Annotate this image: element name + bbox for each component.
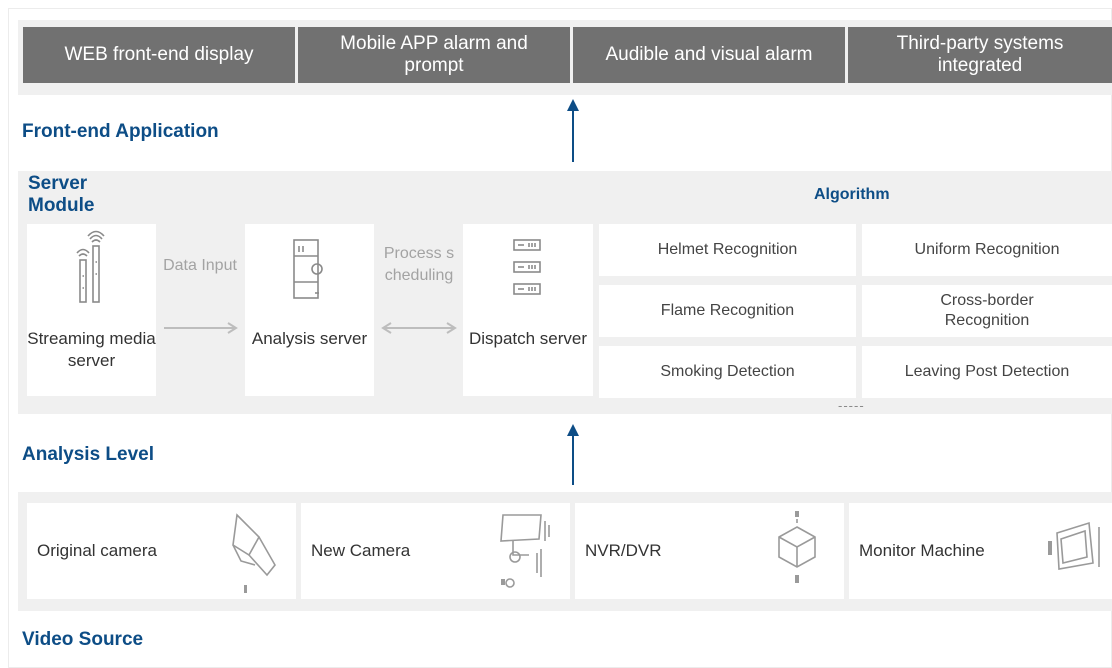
server-rack-icon [293,239,323,299]
video-source-card: NVR/DVR [575,503,844,599]
bullet-camera-icon [500,514,550,588]
video-source-card: New Camera [301,503,570,599]
arrow-up-shaft [572,435,574,485]
more-algorithms-ellipsis: ----- [838,398,865,413]
process-scheduling-label: Process scheduling [383,245,455,284]
analysis-server-label: Analysis server [251,329,368,348]
algorithm-label: Smoking Detection [660,363,795,380]
mobile-app-label: Mobile APP alarm and prompt [340,33,528,76]
algorithm-label: Flame Recognition [660,302,795,319]
video-source-label: Original camera [37,541,157,560]
server-module-title: Server Module [28,173,95,216]
algorithm-item: Flame Recognition [599,285,856,337]
algorithm-item: Helmet Recognition [599,224,856,276]
algorithm-item: Leaving Post Detection [862,346,1112,398]
data-input-label: Data Input [163,257,237,274]
arrow-up-shaft [572,110,574,162]
dispatch-rack-icon [513,239,541,295]
video-source-card: Monitor Machine [849,503,1112,599]
arrow-up-icon [567,424,579,436]
dome-camera-icon [232,513,276,593]
algorithm-label: Leaving Post Detection [904,363,1070,380]
video-source-title: Video Source [22,629,144,650]
algorithm-label: Helmet Recognition [657,241,798,258]
streaming-server-card: Streaming media server [27,224,156,396]
algorithm-item: Smoking Detection [599,346,856,398]
audible-alarm-box: Audible and visual alarm [573,27,845,83]
nvr-box-icon [778,511,816,583]
audible-alarm-label: Audible and visual alarm [605,44,813,65]
arrow-right-icon [164,322,238,334]
monitor-icon [1048,521,1100,570]
analysis-level-title: Analysis Level [22,444,155,465]
arrow-up-icon [567,99,579,111]
video-source-label: New Camera [311,541,411,560]
video-source-label: NVR/DVR [585,541,662,560]
streaming-server-label: Streaming media server [27,329,156,370]
algorithm-label: Cross-border Recognition [940,292,1034,329]
mobile-app-box: Mobile APP alarm and prompt [298,27,570,83]
video-source-label: Monitor Machine [859,541,985,560]
dispatch-server-label: Dispatch server [468,329,588,348]
algorithm-item: Uniform Recognition [862,224,1112,276]
web-display-box: WEB front-end display [23,27,295,83]
dispatch-server-card: Dispatch server [463,224,593,396]
algorithm-title: Algorithm [814,186,890,203]
double-arrow-icon [381,322,457,334]
algorithm-label: Uniform Recognition [914,241,1060,258]
analysis-server-card: Analysis server [245,224,374,396]
web-display-label: WEB front-end display [64,44,254,65]
front-end-section-title: Front-end Application [22,121,219,142]
algorithm-item: Cross-border Recognition [862,285,1112,337]
wifi-tower-icon [76,230,105,303]
third-party-label: Third-party systems integrated [896,33,1064,76]
video-source-card: Original camera [27,503,296,599]
third-party-box: Third-party systems integrated [848,27,1112,83]
